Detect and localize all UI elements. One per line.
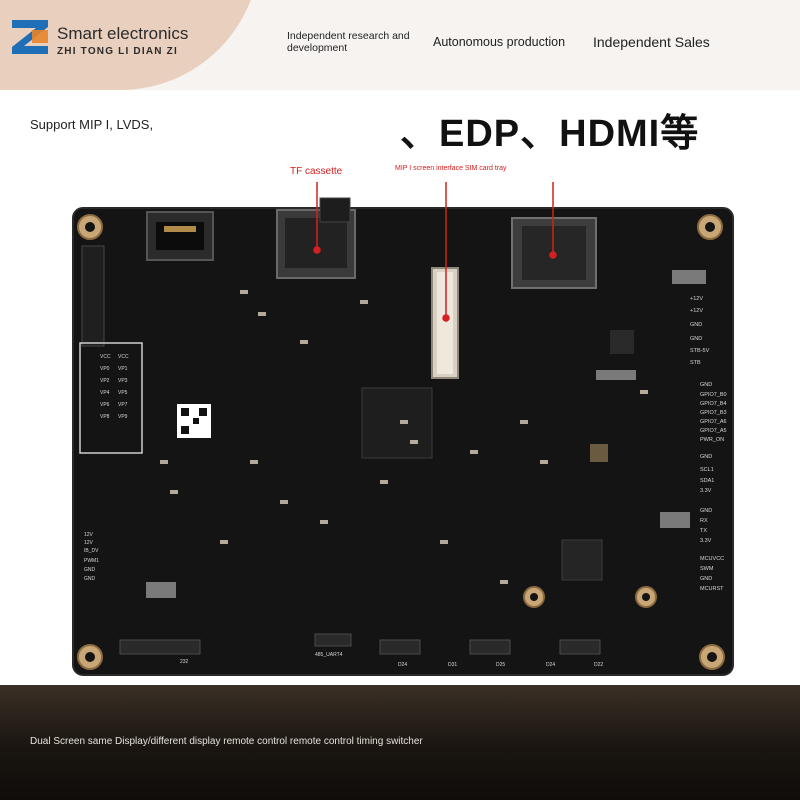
svg-text:VP9: VP9 <box>118 414 128 420</box>
svg-text:D25: D25 <box>496 662 505 668</box>
svg-text:GND: GND <box>84 567 96 573</box>
ethernet-port <box>146 211 214 261</box>
tf-card-slot <box>276 209 356 279</box>
callout-tf-cassette: TF cassette <box>290 166 343 177</box>
svg-text:D24: D24 <box>546 662 555 668</box>
mipi-connector <box>431 267 459 379</box>
header: Smart electronics ZHI TONG LI DIAN ZI In… <box>0 0 800 90</box>
pin-labels-left: VCC VCC VP0 VP1 VP2 VP3 VP4 VP5 VP6 VP7 … <box>100 354 129 420</box>
svg-text:GND: GND <box>690 322 702 328</box>
pin-header-left <box>81 245 105 347</box>
svg-text:GPIO7_A6: GPIO7_A6 <box>700 419 727 425</box>
svg-text:+12V: +12V <box>690 308 703 314</box>
svg-text:VP3: VP3 <box>118 378 128 384</box>
svg-text:232: 232 <box>180 659 189 665</box>
tagline-research: Independent research and development <box>287 30 410 54</box>
svg-text:VCC: VCC <box>100 354 111 360</box>
bottom-connector-labels: 232 485_UART4 D24 D31 D25 D24 D22 <box>180 652 603 668</box>
svg-text:SWM: SWM <box>700 566 714 572</box>
svg-text:D31: D31 <box>448 662 457 668</box>
svg-text:STB-5V: STB-5V <box>690 348 710 354</box>
support-text-left: Support MIP I, LVDS, <box>30 117 154 132</box>
svg-text:SCL1: SCL1 <box>700 467 714 473</box>
svg-text:GND: GND <box>700 454 712 460</box>
tagline-sales: Independent Sales <box>593 34 710 50</box>
svg-text:MCURST: MCURST <box>700 586 724 592</box>
brand-logo-icon <box>12 20 48 54</box>
svg-text:VP1: VP1 <box>118 366 128 372</box>
svg-text:VP0: VP0 <box>100 366 110 372</box>
svg-text:VP7: VP7 <box>118 402 128 408</box>
svg-text:GPIO7_A5: GPIO7_A5 <box>700 428 727 434</box>
svg-text:STB: STB <box>690 360 701 366</box>
support-banner: Support MIP I, LVDS, 、EDP、HDMI等 <box>0 90 800 160</box>
pin-labels-right: +12V +12V GND GND STB-5V STB GND GPIO7_B… <box>690 296 727 592</box>
svg-text:GPIO7_B3: GPIO7_B3 <box>700 410 727 416</box>
svg-text:VP4: VP4 <box>100 390 110 396</box>
svg-text:VP6: VP6 <box>100 402 110 408</box>
support-text-right: 、EDP、HDMI等 <box>400 113 700 155</box>
svg-text:GND: GND <box>84 576 96 582</box>
svg-text:MCUVCC: MCUVCC <box>700 556 724 562</box>
brand-title: Smart electronics <box>57 24 189 43</box>
svg-text:VP5: VP5 <box>118 390 128 396</box>
tagline-production: Autonomous production <box>433 35 566 49</box>
brand-subtitle: ZHI TONG LI DIAN ZI <box>57 46 178 57</box>
svg-text:D22: D22 <box>594 662 603 668</box>
svg-text:12V: 12V <box>84 532 94 538</box>
callout-mipi-sim: MIP I screen interface SIM card tray <box>395 165 507 172</box>
svg-text:D24: D24 <box>398 662 407 668</box>
svg-text:TX: TX <box>700 528 707 534</box>
svg-text:GPIO7_B4: GPIO7_B4 <box>700 401 727 407</box>
svg-text:RX: RX <box>700 518 708 524</box>
svg-text:VCC: VCC <box>118 354 129 360</box>
svg-text:12V: 12V <box>84 540 94 546</box>
svg-text:SDA1: SDA1 <box>700 478 714 484</box>
svg-text:3.3V: 3.3V <box>700 488 712 494</box>
pcb-board-image: +12V +12V GND GND STB-5V STB GND GPIO7_B… <box>72 182 734 676</box>
pin-labels-bottom-left: 12V 12V IB_DV PWM1 GND GND <box>84 532 99 582</box>
svg-text:+12V: +12V <box>690 296 703 302</box>
bottom-banner: Dual Screen same Display/different displ… <box>0 685 800 800</box>
svg-text:GPIO7_B0: GPIO7_B0 <box>700 392 727 398</box>
svg-text:GND: GND <box>700 382 712 388</box>
svg-text:GND: GND <box>690 336 702 342</box>
svg-text:485_UART4: 485_UART4 <box>315 652 343 658</box>
svg-text:GND: GND <box>700 508 712 514</box>
callout-markers <box>313 182 557 322</box>
svg-text:IB_DV: IB_DV <box>84 548 99 554</box>
svg-text:GND: GND <box>700 576 712 582</box>
svg-text:VP8: VP8 <box>100 414 110 420</box>
qr-code <box>177 404 211 438</box>
svg-text:3.3V: 3.3V <box>700 538 712 544</box>
svg-text:PWM1: PWM1 <box>84 558 99 564</box>
bottom-caption: Dual Screen same Display/different displ… <box>30 736 423 747</box>
svg-text:VP2: VP2 <box>100 378 110 384</box>
svg-text:PWR_ON: PWR_ON <box>700 437 724 443</box>
